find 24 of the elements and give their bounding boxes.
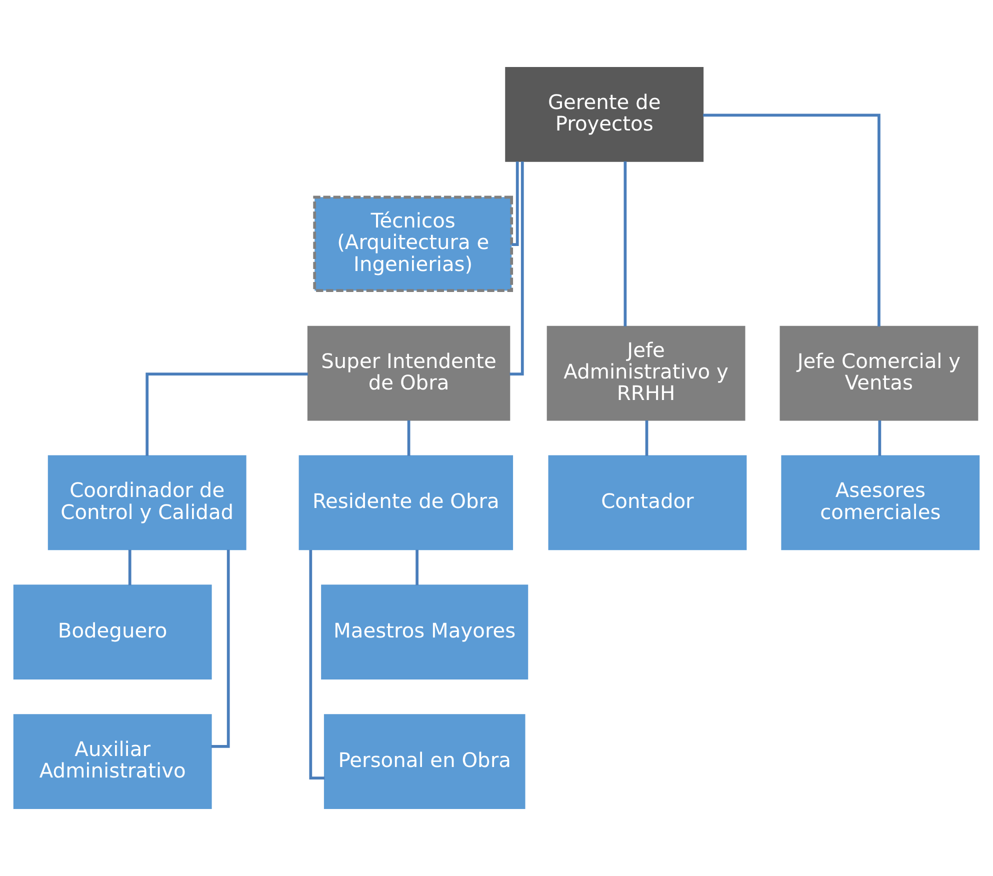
node-box: Auxiliar Administrativo <box>13 714 212 809</box>
node-box: Coordinador de Control y Calidad <box>48 455 246 550</box>
connector <box>645 420 648 456</box>
node-box: Residente de Obra <box>298 455 514 550</box>
node-box: Personal en Obra <box>324 714 526 809</box>
node-box: Contador <box>548 455 747 550</box>
node-box: Jefe Administrativo y RRHH <box>546 326 746 421</box>
node-box: Super Intendente de Obra <box>307 326 510 421</box>
node-box: Asesores comerciales <box>781 455 980 550</box>
connector <box>407 420 410 456</box>
connector <box>512 161 519 246</box>
connector <box>624 161 627 326</box>
node-box: Jefe Comercial y Ventas <box>780 326 978 421</box>
node-box: Gerente de Proyectos <box>505 67 704 162</box>
connector <box>146 372 308 456</box>
node-box: Técnicos (Arquitectura e Ingenierias) <box>313 196 514 292</box>
connector <box>128 550 132 586</box>
connector <box>510 161 524 376</box>
connector <box>703 114 880 327</box>
connector <box>309 550 325 780</box>
connector <box>878 420 882 456</box>
connector <box>416 550 418 586</box>
node-box: Bodeguero <box>13 584 212 680</box>
node-box: Maestros Mayores <box>321 584 528 680</box>
